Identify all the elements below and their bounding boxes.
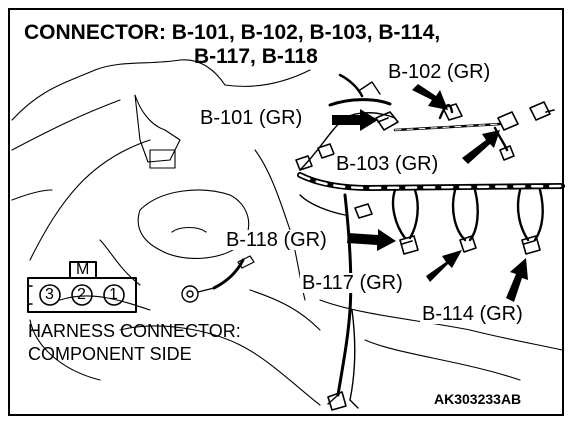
arrow-b117 bbox=[426, 250, 462, 282]
pin-diagram-locking-tab: M bbox=[76, 261, 90, 278]
arrow-b101 bbox=[332, 109, 378, 131]
pin-label-1: 1 bbox=[109, 286, 118, 303]
connector-b114 bbox=[521, 235, 541, 255]
connector-b102 bbox=[442, 103, 463, 121]
figure-title-line-2: B-117, B-118 bbox=[194, 45, 318, 68]
connector-b103 bbox=[497, 111, 519, 161]
figure-code: AK303233AB bbox=[434, 391, 522, 407]
connector-b118 bbox=[399, 235, 419, 255]
arrow-b102 bbox=[412, 84, 448, 110]
figure-title-line-1: CONNECTOR: B-101, B-102, B-103, B-114, bbox=[24, 21, 441, 44]
connector-b117 bbox=[459, 235, 477, 253]
label-b118: B-118 (GR) bbox=[224, 229, 329, 251]
arrow-b118 bbox=[347, 229, 396, 251]
label-b114: B-114 (GR) bbox=[420, 303, 525, 325]
harness-bundle bbox=[297, 73, 565, 409]
label-b102: B-102 (GR) bbox=[386, 61, 493, 83]
label-b103: B-103 (GR) bbox=[334, 153, 441, 175]
callout-arrows bbox=[332, 84, 528, 302]
connector-b101 bbox=[375, 111, 399, 131]
arrow-b114 bbox=[506, 258, 528, 302]
figure-border bbox=[8, 8, 564, 416]
pin-label-3: 3 bbox=[45, 286, 54, 303]
pin-label-2: 2 bbox=[77, 286, 86, 303]
arrow-b103 bbox=[462, 130, 500, 164]
connector-blocks bbox=[295, 101, 555, 411]
pin-diagram bbox=[27, 261, 137, 313]
component-side-caption: COMPONENT SIDE bbox=[28, 344, 192, 364]
harness-connector-caption: HARNESS CONNECTOR: bbox=[28, 321, 241, 341]
label-b117: B-117 (GR) bbox=[300, 272, 405, 294]
ground-terminal bbox=[181, 255, 255, 303]
label-b101: B-101 (GR) bbox=[198, 107, 305, 129]
